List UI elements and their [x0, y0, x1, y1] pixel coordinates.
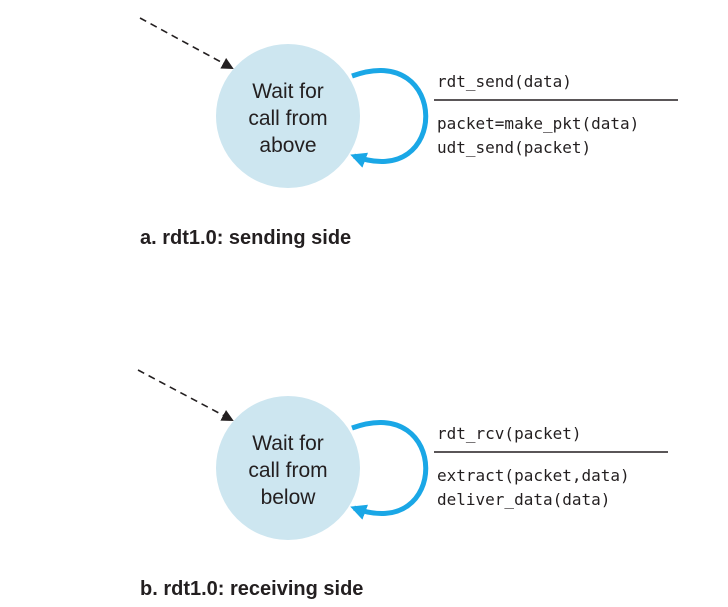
receiver-state-circle [216, 396, 360, 540]
receiver-state-line-3: below [261, 486, 317, 509]
sender-initial-arrow [139, 17, 234, 69]
sender-state-line-1: Wait for [252, 80, 324, 103]
receiver-event-label: rdt_rcv(packet) [437, 424, 582, 443]
sender-self-loop-arrow [350, 67, 429, 168]
sender-action-1: packet=make_pkt(data) [437, 114, 639, 133]
sender-caption: a. rdt1.0: sending side [140, 227, 351, 249]
receiver-state-line-1: Wait for [252, 432, 324, 455]
receiver-state-line-2: call from [248, 459, 327, 482]
receiver-initial-arrow [137, 369, 234, 421]
sender-action-2: udt_send(packet) [437, 138, 591, 157]
sender-state-circle [216, 44, 360, 188]
receiver-caption: b. rdt1.0: receiving side [140, 578, 363, 600]
sender-state-line-2: call from [248, 107, 327, 130]
receiver-action-2: deliver_data(data) [437, 490, 610, 509]
receiver-fsm: Wait for call from below rdt_rcv(packet)… [137, 369, 668, 600]
sender-event-label: rdt_send(data) [437, 72, 572, 91]
receiver-action-1: extract(packet,data) [437, 466, 630, 485]
sender-fsm: Wait for call from above rdt_send(data) … [139, 17, 678, 249]
receiver-self-loop-arrow [350, 419, 429, 520]
sender-state-line-3: above [259, 134, 316, 157]
